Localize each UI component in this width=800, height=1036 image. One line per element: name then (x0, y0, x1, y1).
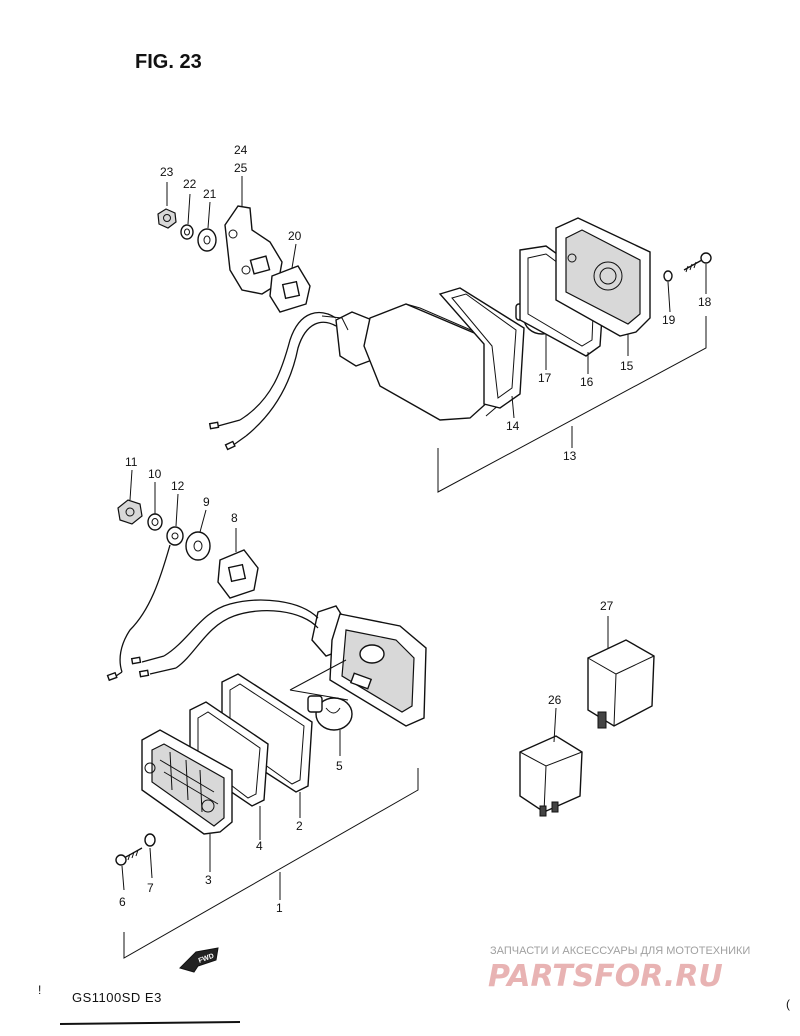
part-21-washer (197, 228, 217, 252)
part-6-screw (115, 847, 143, 866)
callout-1: 1 (276, 901, 283, 915)
callout-16: 16 (580, 375, 594, 389)
rear-turn-signal-assembly (157, 205, 712, 493)
callout-4: 4 (256, 839, 263, 853)
lower-wires (106, 599, 319, 682)
callout-22: 22 (183, 177, 197, 191)
callout-2: 2 (296, 819, 303, 833)
callout-17: 17 (538, 371, 552, 385)
part-1-housing (311, 605, 427, 727)
callout-9: 9 (203, 495, 210, 509)
callout-6: 6 (119, 895, 126, 909)
part-3-lens (141, 729, 233, 835)
callout-7: 7 (147, 881, 154, 895)
figure-title: FIG. 23 (135, 51, 202, 73)
part-5-bulb (289, 659, 353, 731)
part-24-25-bracket (224, 205, 283, 295)
assembly-13-bracket-line (437, 316, 707, 493)
part-12-terminal (119, 526, 184, 673)
part-14-housing (321, 303, 501, 421)
part-7-washer (144, 833, 156, 847)
part-14-gasket (438, 287, 525, 409)
part-8-grommet (217, 549, 259, 599)
upper-wires (208, 311, 337, 451)
callout-18: 18 (698, 295, 712, 309)
callout-24: 24 (234, 143, 248, 157)
watermark: ЗАПЧАСТИ И АКСЕССУАРЫ ДЛЯ МОТОТЕХНИКИ PA… (488, 945, 750, 994)
model-label: GS1100SD E3 (72, 990, 162, 1005)
part-22-lock-washer (180, 224, 194, 240)
callout-12: 12 (171, 479, 185, 493)
leader-lines (121, 176, 707, 900)
part-19-washer (663, 270, 673, 282)
callout-26: 26 (548, 693, 562, 707)
callout-19: 19 (662, 313, 676, 327)
part-26-relay (519, 735, 583, 817)
part-23-nut (157, 208, 177, 229)
scan-mark-right: ( (786, 997, 790, 1011)
watermark-tagline: ЗАПЧАСТИ И АКСЕССУАРЫ ДЛЯ МОТОТЕХНИКИ (490, 945, 750, 957)
part-18-screw (683, 252, 712, 273)
callout-15: 15 (620, 359, 634, 373)
front-turn-signal-assembly (106, 499, 427, 959)
scan-mark: ! (38, 983, 41, 997)
callout-27: 27 (600, 599, 614, 613)
part-15-lens (555, 217, 651, 337)
callout-3: 3 (205, 873, 212, 887)
part-11-nut (117, 499, 143, 525)
part-20-grommet (269, 265, 311, 313)
part-9-washer (185, 531, 211, 561)
bottom-rule (59, 1021, 241, 1025)
callout-numbers: 1 2 3 4 5 6 7 8 9 10 11 12 13 14 15 16 1… (119, 143, 712, 915)
part-10-lock-washer (147, 513, 163, 531)
callout-20: 20 (288, 229, 302, 243)
assembly-1-bracket-line (123, 768, 419, 959)
forward-arrow: FWD (179, 947, 219, 973)
callout-23: 23 (160, 165, 174, 179)
watermark-logo: PARTSFOR.RU (488, 959, 723, 994)
callout-25: 25 (234, 161, 248, 175)
callout-8: 8 (231, 511, 238, 525)
callout-21: 21 (203, 187, 217, 201)
callout-5: 5 (336, 759, 343, 773)
part-27-relay (587, 639, 655, 729)
callout-14: 14 (506, 419, 520, 433)
callout-13: 13 (563, 449, 577, 463)
callout-11: 11 (125, 455, 138, 469)
callout-10: 10 (148, 467, 162, 481)
